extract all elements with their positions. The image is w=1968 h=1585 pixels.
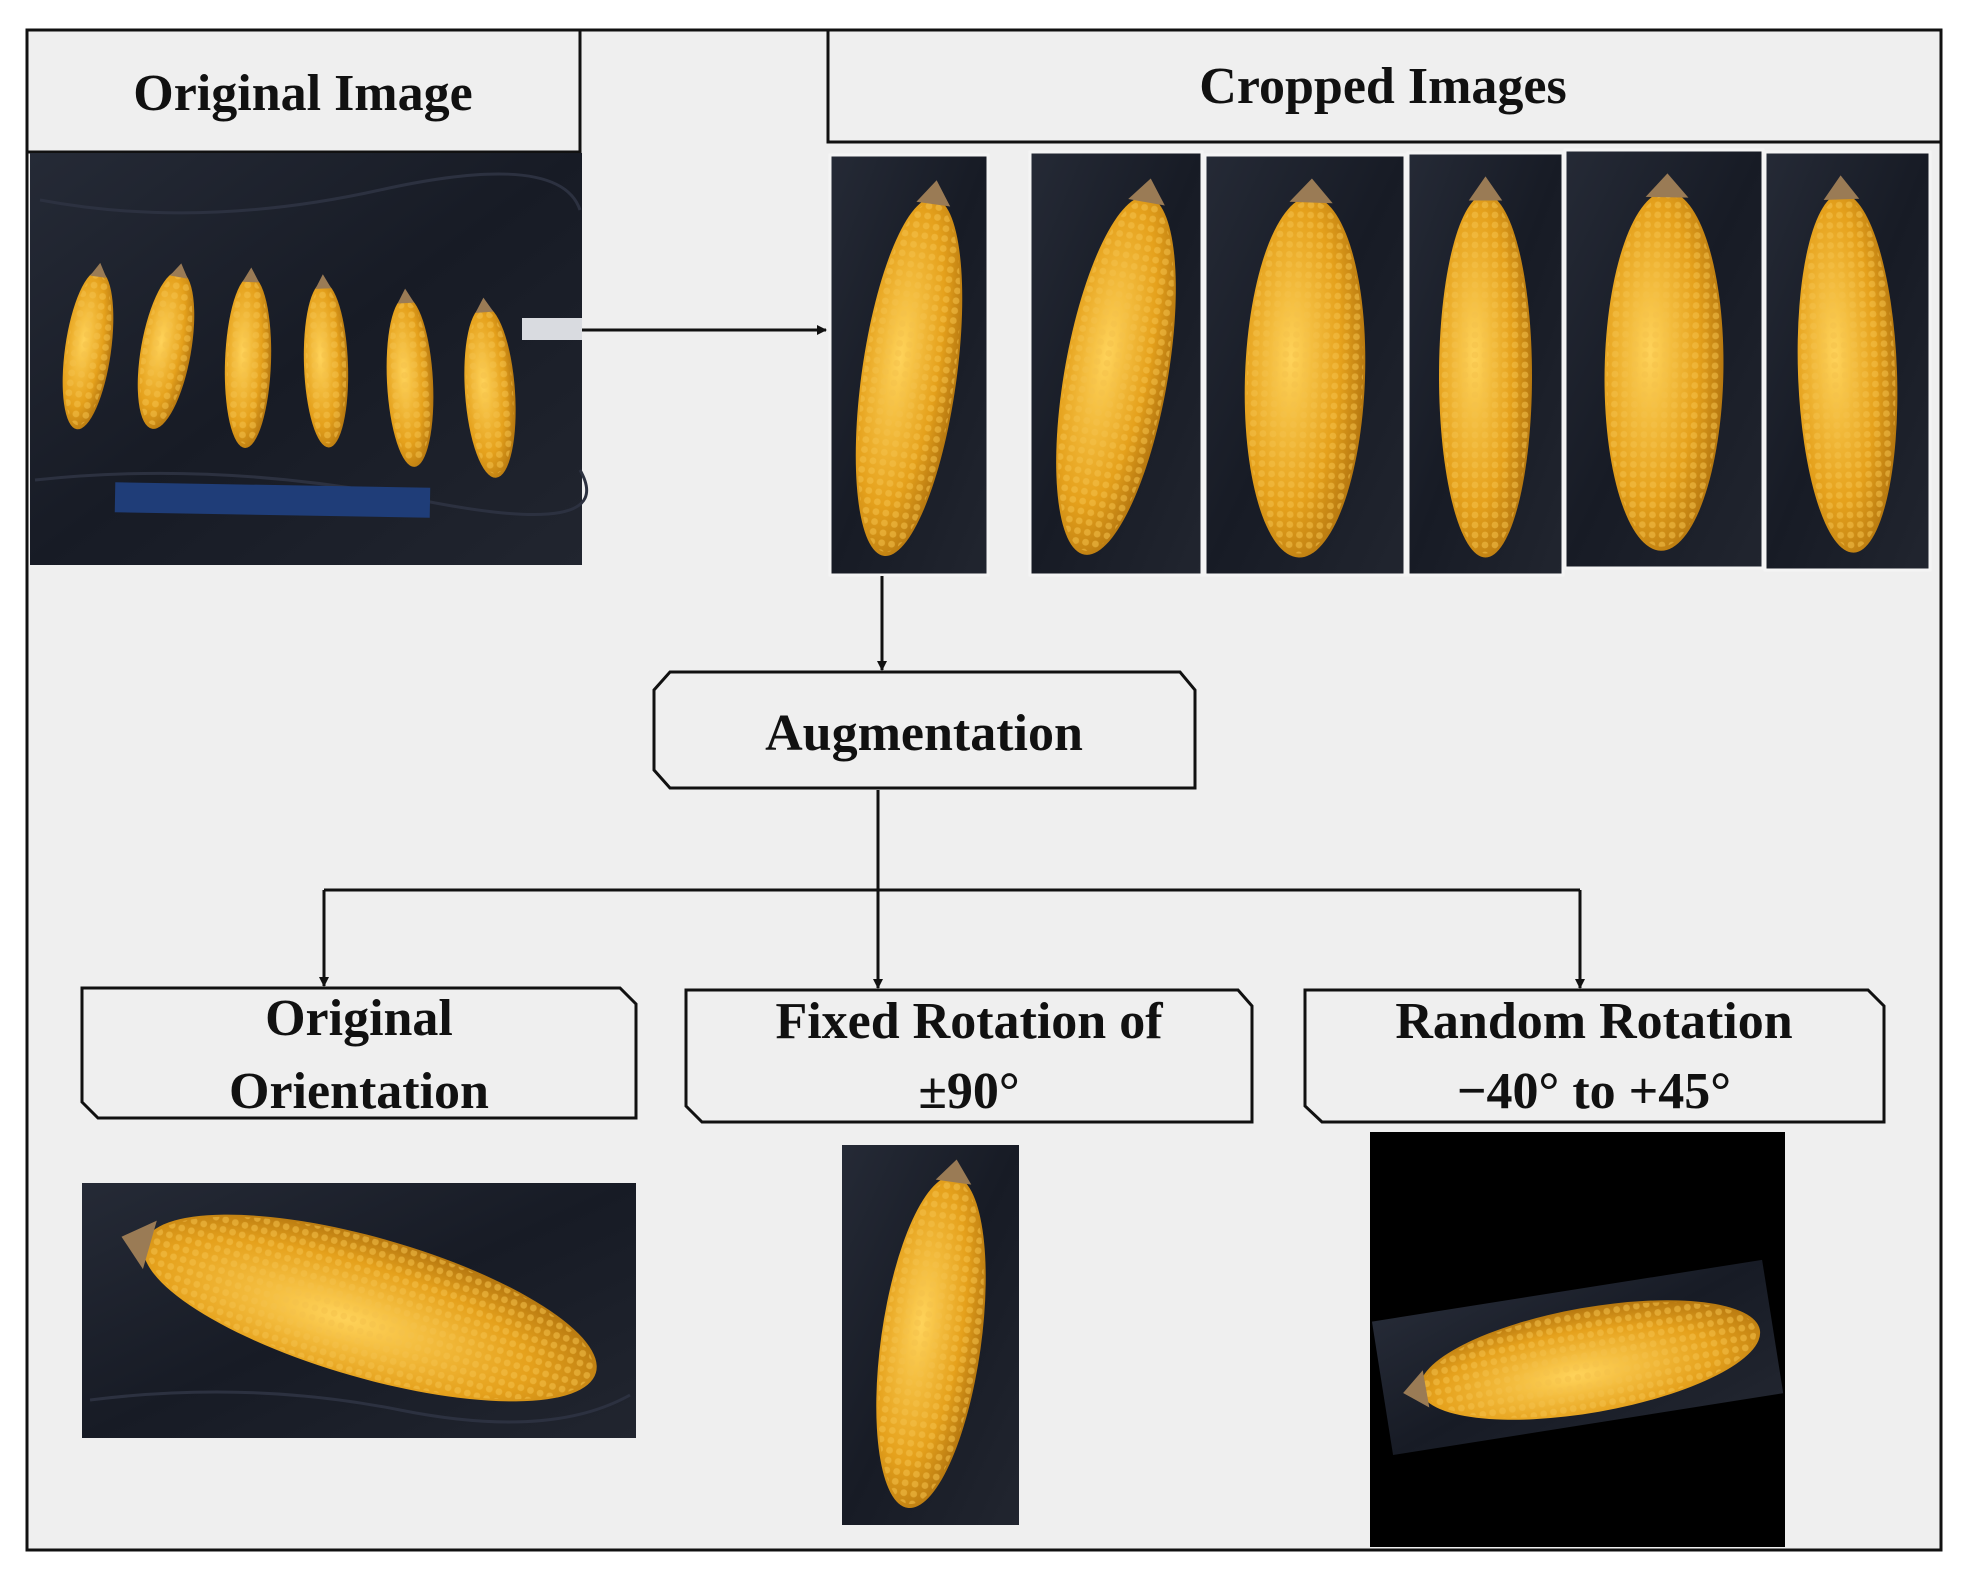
cropped-cob-5 bbox=[1604, 173, 1724, 551]
original-cob-6 bbox=[464, 297, 516, 478]
cropped-image-3 bbox=[1203, 153, 1407, 577]
original-image-photo bbox=[30, 153, 589, 565]
original-cob-2 bbox=[137, 263, 195, 429]
original-cob-3 bbox=[224, 267, 272, 448]
branch-box-random bbox=[1303, 988, 1886, 1124]
cropped-cob-1 bbox=[855, 180, 963, 556]
branch-fixed-line1: Fixed Rotation of bbox=[775, 993, 1163, 1050]
original-cob-4 bbox=[303, 274, 349, 448]
cropped-image-2 bbox=[1028, 150, 1204, 577]
branch-box-fixed bbox=[684, 988, 1254, 1124]
cob-random-rotation bbox=[1403, 1300, 1761, 1420]
cropped-image-4 bbox=[1406, 151, 1565, 577]
cropped-image-1 bbox=[828, 153, 990, 577]
cob-fixed-rotation bbox=[876, 1159, 986, 1509]
branch-fixed-line2: ±90° bbox=[918, 1063, 1019, 1120]
cropped-images-strip bbox=[828, 148, 1932, 577]
branch-random-line1: Random Rotation bbox=[1395, 993, 1792, 1050]
cropped-cob-3 bbox=[1244, 178, 1366, 558]
cropped-image-5 bbox=[1563, 148, 1765, 570]
ruler bbox=[114, 482, 431, 518]
cob-original-orientation bbox=[121, 1214, 597, 1402]
cropped-images-header-box bbox=[826, 28, 1943, 144]
label-card bbox=[522, 318, 582, 340]
cropped-cob-4 bbox=[1439, 176, 1532, 558]
original-cob-5 bbox=[386, 288, 434, 467]
branch-original-line2: Orientation bbox=[229, 1063, 489, 1120]
original-cob-1 bbox=[62, 262, 114, 430]
cropped-images-header: Cropped Images bbox=[1199, 58, 1566, 115]
augmented-cobs bbox=[121, 1159, 1761, 1509]
branch-random-line2: −40° to +45° bbox=[1457, 1063, 1731, 1120]
cropped-cob-2 bbox=[1056, 178, 1176, 555]
augmentation-label: Augmentation bbox=[765, 705, 1083, 762]
original-image-header: Original Image bbox=[133, 65, 472, 122]
cropped-image-6 bbox=[1763, 150, 1932, 572]
original-image-header-box bbox=[25, 28, 582, 154]
branch-original-line1: Original bbox=[265, 990, 453, 1047]
branch-box-original bbox=[80, 986, 638, 1120]
cropped-cob-6 bbox=[1797, 175, 1898, 553]
augmentation-box bbox=[652, 670, 1197, 790]
